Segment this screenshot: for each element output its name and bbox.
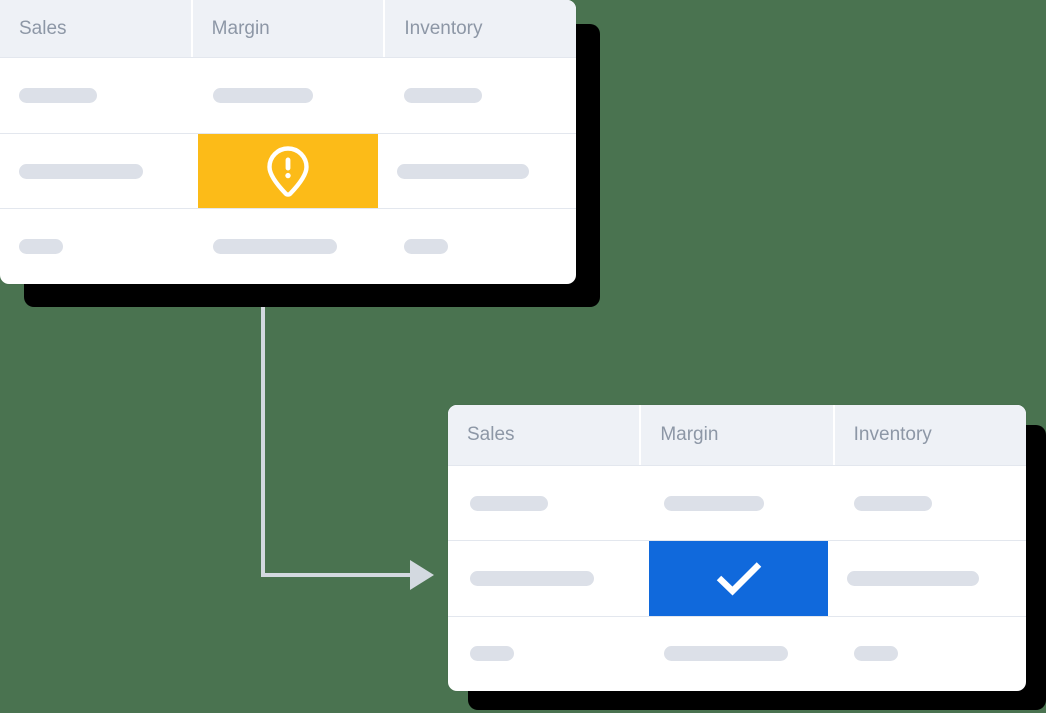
- table-row: [448, 540, 1026, 616]
- placeholder-bar: [854, 495, 933, 511]
- placeholder-bar: [470, 646, 514, 662]
- cell-margin[interactable]: [642, 617, 836, 691]
- resolved-state-table: Sales Margin Inventory: [448, 405, 1026, 691]
- column-header-inventory[interactable]: Inventory: [385, 0, 576, 57]
- table-row: [448, 465, 1026, 540]
- placeholder-bar: [396, 163, 529, 179]
- column-header-inventory[interactable]: Inventory: [834, 405, 1026, 465]
- column-header-sales[interactable]: Sales: [448, 405, 642, 465]
- cell-sales[interactable]: [448, 466, 642, 540]
- placeholder-bar: [19, 239, 63, 255]
- warning-state-table: Sales Margin Inventory: [0, 0, 576, 284]
- cell-sales[interactable]: [0, 209, 191, 284]
- cell-inventory[interactable]: [378, 134, 576, 209]
- cell-inventory[interactable]: [835, 617, 1026, 691]
- cell-inventory[interactable]: [828, 541, 1026, 615]
- cell-sales[interactable]: [448, 617, 642, 691]
- placeholder-bar: [404, 239, 448, 255]
- warning-highlight[interactable]: [198, 133, 378, 209]
- placeholder-bar: [663, 646, 788, 662]
- cell-sales[interactable]: [0, 58, 191, 133]
- placeholder-bar: [470, 570, 594, 586]
- cell-margin-resolved[interactable]: [649, 541, 828, 616]
- table-row: [0, 57, 576, 133]
- warning-pin-icon: [267, 146, 309, 197]
- table-row: [0, 208, 576, 284]
- resolved-state-table-card: Sales Margin Inventory: [448, 405, 1026, 691]
- placeholder-bar: [213, 239, 337, 255]
- placeholder-bar: [470, 495, 548, 511]
- cell-margin[interactable]: [191, 58, 385, 133]
- placeholder-bar: [213, 87, 313, 103]
- placeholder-bar: [404, 87, 482, 103]
- warning-state-table-card: Sales Margin Inventory: [0, 0, 576, 284]
- table-header-row: Sales Margin Inventory: [448, 405, 1026, 465]
- cell-inventory[interactable]: [385, 58, 576, 133]
- cell-sales[interactable]: [0, 134, 198, 209]
- check-icon: [716, 562, 761, 596]
- column-header-margin[interactable]: Margin: [641, 405, 835, 465]
- cell-margin-warning[interactable]: [198, 133, 378, 209]
- cell-margin[interactable]: [642, 466, 836, 540]
- column-header-margin[interactable]: Margin: [192, 0, 386, 57]
- placeholder-bar: [663, 495, 764, 511]
- column-header-sales[interactable]: Sales: [0, 0, 193, 57]
- placeholder-bar: [19, 87, 97, 103]
- placeholder-bar: [19, 163, 143, 179]
- cell-inventory[interactable]: [385, 209, 576, 284]
- cell-margin[interactable]: [191, 209, 385, 284]
- placeholder-bar: [854, 646, 899, 662]
- resolved-highlight[interactable]: [649, 541, 828, 616]
- table-header-row: Sales Margin Inventory: [0, 0, 576, 57]
- table-row: [0, 132, 576, 209]
- table-row: [448, 615, 1026, 691]
- cell-sales[interactable]: [448, 541, 649, 615]
- placeholder-bar: [847, 570, 979, 586]
- cell-inventory[interactable]: [835, 466, 1026, 540]
